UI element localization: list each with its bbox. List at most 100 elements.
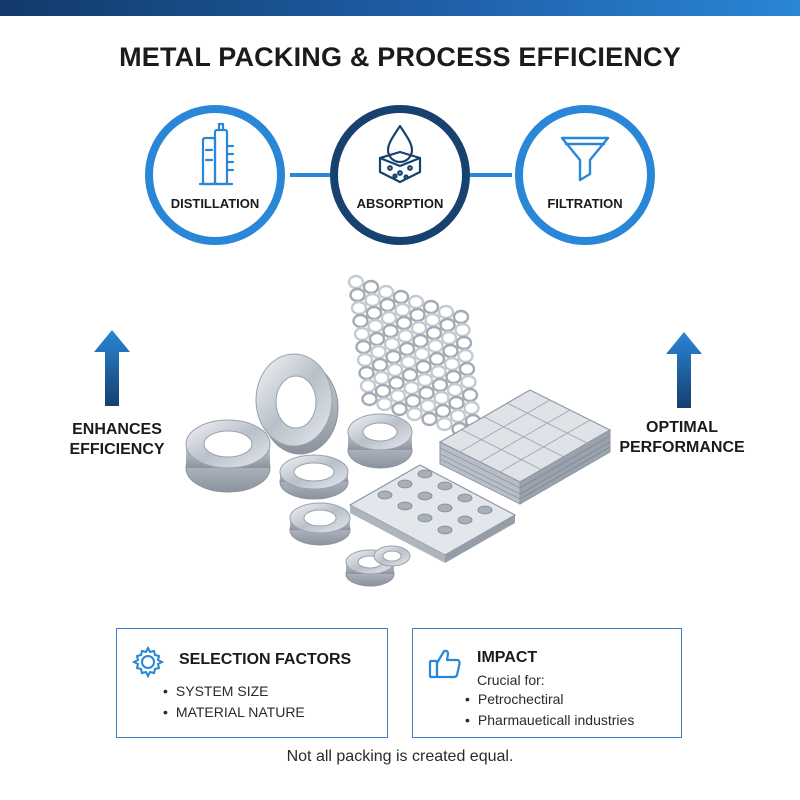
mesh-ring — [374, 383, 392, 399]
mesh-ring — [356, 352, 374, 368]
funnel-icon — [560, 136, 610, 182]
mesh-ring — [439, 317, 456, 333]
mesh-ring — [443, 356, 461, 372]
right-callout: OPTIMAL PERFORMANCE — [612, 418, 752, 458]
impact-title: IMPACT — [477, 649, 538, 666]
mesh-ring — [376, 396, 393, 412]
mesh-ring — [377, 284, 395, 300]
mesh-ring — [395, 315, 413, 331]
gear-icon — [131, 645, 165, 679]
footer-tagline: Not all packing is created equal. — [286, 748, 514, 765]
mesh-ring — [389, 388, 407, 404]
mesh-ring — [458, 361, 476, 377]
mesh-ring — [382, 323, 399, 339]
mesh-ring — [398, 341, 416, 357]
page-title: METAL PACKING & PROCESS EFFICIENCY — [119, 42, 681, 72]
process-label-filtration: FILTRATION — [547, 196, 623, 211]
mesh-ring — [433, 390, 450, 406]
mesh-ring — [445, 369, 462, 385]
mesh-ring — [361, 391, 378, 407]
mesh-ring — [416, 372, 434, 388]
mesh-ring — [401, 367, 419, 383]
mesh-ring — [422, 299, 440, 315]
mesh-ring — [367, 318, 384, 334]
mesh-ring — [457, 348, 474, 364]
process-label-absorption: ABSORPTION — [356, 196, 444, 211]
mesh-ring — [437, 304, 455, 320]
stacked-plates — [438, 389, 612, 505]
right-callout-line2: PERFORMANCE — [619, 439, 745, 456]
mesh-ring — [404, 393, 422, 409]
ring-medium-right — [347, 413, 413, 469]
distillation-column-icon — [198, 122, 235, 186]
mesh-ring — [403, 380, 420, 396]
mesh-ring — [388, 375, 405, 391]
mesh-ring — [418, 385, 435, 401]
filtration-circle — [515, 105, 655, 245]
mesh-ring — [449, 408, 467, 424]
ring-large-left — [185, 419, 271, 493]
list-item: Pharmaueticall industries — [465, 710, 634, 731]
list-item: SYSTEM SIZE — [163, 681, 305, 702]
mesh-ring — [442, 343, 459, 359]
impact-card: IMPACT Crucial for: Petrochectiral Pharm… — [412, 628, 682, 738]
mesh-ring — [424, 312, 441, 328]
mesh-ring — [349, 287, 366, 303]
mesh-ring — [373, 370, 390, 386]
mesh-ring — [413, 346, 431, 362]
mesh-ring — [371, 357, 389, 373]
list-item: MATERIAL NATURE — [163, 702, 305, 723]
mesh-ring — [379, 297, 396, 313]
mesh-ring — [352, 313, 369, 329]
mesh-ring — [368, 331, 386, 347]
mesh-ring — [358, 365, 375, 381]
mesh-ring — [362, 279, 380, 295]
mesh-ring — [431, 377, 449, 393]
mesh-ring — [436, 416, 453, 432]
mesh-ring — [455, 335, 473, 351]
wire-mesh-packing — [347, 274, 483, 442]
ring-medium-center — [279, 454, 349, 500]
ring-small-center — [289, 502, 351, 546]
left-callout-line1: ENHANCES — [72, 421, 162, 438]
mesh-ring — [391, 401, 408, 417]
mesh-ring — [434, 403, 452, 419]
mesh-ring — [446, 382, 464, 398]
mesh-ring — [370, 344, 387, 360]
top-accent-bar — [0, 0, 800, 16]
mesh-ring — [448, 395, 465, 411]
mesh-ring — [428, 351, 446, 367]
arrow-up-left-icon — [94, 330, 130, 406]
mesh-ring — [427, 338, 444, 354]
thumbs-up-icon — [428, 649, 461, 679]
process-label-distillation: DISTILLATION — [170, 196, 260, 211]
mesh-ring — [407, 294, 425, 310]
ring-small-bottom — [345, 545, 411, 587]
mesh-ring — [392, 289, 410, 305]
mesh-ring — [347, 274, 365, 290]
perforated-plate — [348, 464, 517, 563]
mesh-ring — [385, 349, 402, 365]
mesh-ring — [406, 406, 423, 422]
mesh-ring — [460, 374, 477, 390]
mesh-ring — [383, 336, 401, 352]
mesh-ring — [350, 300, 368, 316]
mesh-ring — [415, 359, 432, 375]
selection-factors-card: SELECTION FACTORS SYSTEM SIZE MATERIAL N… — [116, 628, 388, 738]
mesh-ring — [365, 305, 383, 321]
mesh-ring — [463, 400, 480, 416]
mesh-ring — [397, 328, 414, 344]
left-callout: ENHANCES EFFICIENCY — [52, 420, 182, 460]
mesh-ring — [394, 302, 411, 318]
arrow-up-right-icon — [666, 332, 702, 408]
mesh-ring — [410, 320, 428, 336]
mesh-ring — [430, 364, 447, 380]
selection-factors-title: SELECTION FACTORS — [179, 651, 352, 668]
ring-large-back — [255, 353, 339, 455]
mesh-ring — [400, 354, 417, 370]
mesh-ring — [364, 292, 381, 308]
impact-list: Petrochectiral Pharmaueticall industries — [465, 689, 634, 731]
mesh-ring — [425, 325, 443, 341]
mesh-ring — [380, 310, 398, 326]
mesh-ring — [412, 333, 429, 349]
